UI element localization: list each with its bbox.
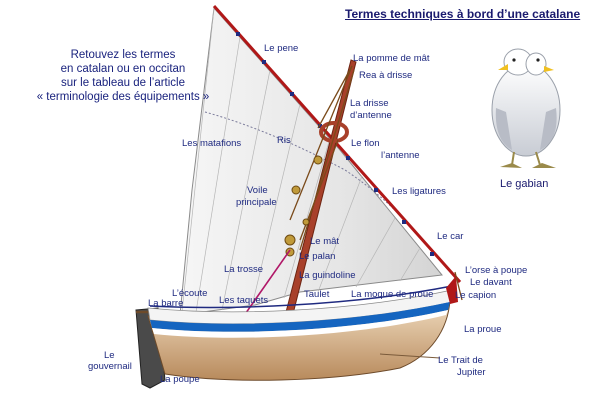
label-gouvernail-2: gouvernail	[88, 361, 132, 372]
label-poupe: La poupe	[160, 374, 200, 385]
label-trait-1: Le Trait de	[438, 355, 483, 366]
label-trait-2: Jupiter	[457, 367, 486, 378]
label-drisse-1: La drisse	[350, 98, 389, 109]
reference-note: Retouvez les termes en catalan ou en occ…	[28, 48, 218, 104]
label-gouvernail-1: Le	[104, 350, 115, 361]
label-voile-2: principale	[236, 197, 277, 208]
label-proue: La proue	[464, 324, 502, 335]
capion	[446, 276, 458, 304]
mast-collar	[319, 121, 349, 143]
antenne-ligatures	[236, 32, 434, 256]
orse-line	[454, 271, 463, 301]
deck-edge	[149, 285, 453, 309]
label-moque-de-proue: La moque de proue	[351, 289, 434, 300]
label-davant: Le davant	[470, 277, 512, 288]
label-orse-a-poupe: L’orse à poupe	[465, 265, 528, 276]
hull-stripe	[150, 302, 450, 332]
trait-de-jupiter	[379, 353, 441, 359]
label-voile-1: Voile	[247, 185, 268, 196]
label-taquets: Les taquets	[219, 295, 269, 306]
label-capion: Le capion	[455, 290, 497, 301]
label-barre: La barre	[148, 298, 184, 309]
note-line: Retouvez les termes	[70, 49, 176, 61]
main-sail	[179, 6, 443, 316]
label-drisse-2: d’antenne	[350, 110, 392, 121]
label-palan: Le palan	[299, 251, 336, 262]
label-ligatures: Les ligatures	[392, 186, 446, 197]
sail-seams	[181, 7, 421, 313]
note-line: en catalan ou en occitan	[60, 63, 186, 75]
label-rea-a-drisse: Rea à drisse	[359, 70, 413, 81]
note-line: sur le tableau de l’article	[60, 77, 185, 89]
label-pene: Le pene	[264, 43, 299, 54]
label-ris: Ris	[277, 135, 291, 146]
label-matafions: Les matafions	[182, 138, 242, 149]
gabian-label: Le gabian	[500, 178, 549, 190]
label-trosse: La trosse	[224, 264, 264, 275]
label-car: Le car	[437, 231, 464, 242]
label-taulet: Taulet	[304, 289, 330, 300]
page-title: Termes techniques à bord d’une catalane	[345, 7, 581, 21]
hull-stripe-white	[152, 310, 448, 338]
label-flon: Le flon	[351, 138, 380, 149]
label-ecoute: L’écoute	[172, 288, 208, 299]
label-mat: Le mât	[310, 236, 340, 247]
gull-illustration	[491, 48, 561, 168]
label-pomme-de-mat: La pomme de mât	[353, 53, 430, 64]
note-line: « terminologie des équipements »	[36, 91, 210, 103]
label-antenne: l’antenne	[381, 150, 420, 161]
label-guindoline: La guindoline	[299, 270, 356, 281]
